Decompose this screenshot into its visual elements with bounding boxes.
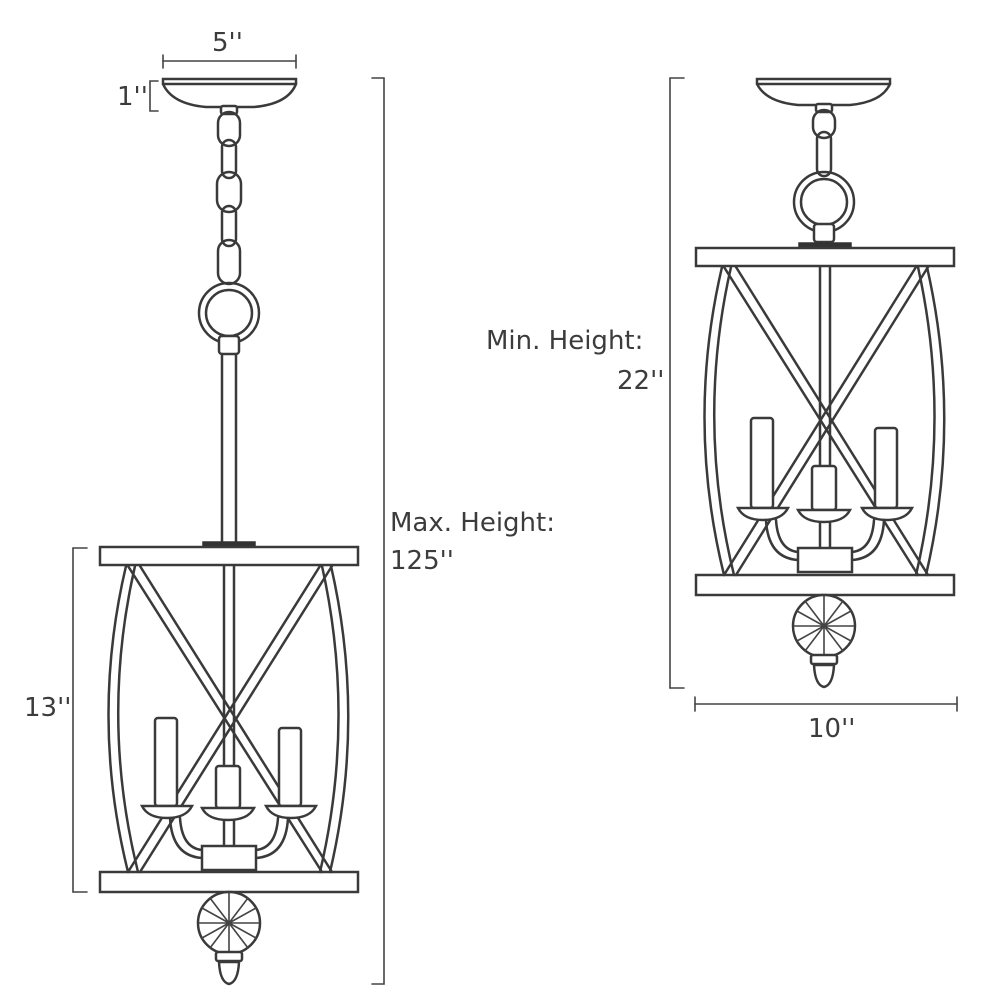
compact-cage-frame (703, 265, 946, 577)
canopy (161, 77, 298, 116)
chain (215, 110, 243, 286)
max-height-bracket (371, 77, 385, 985)
min-height-bracket (669, 77, 685, 689)
compact-cage-bottom-plate (694, 573, 956, 597)
canopy-width-label: 5'' (212, 28, 243, 58)
extended-fixture (72, 54, 385, 986)
cage-height-bracket (72, 547, 88, 893)
cage-frame (107, 564, 350, 874)
compact-cage-top-plate (694, 246, 956, 268)
fixture-width-label: 10'' (808, 714, 856, 744)
min-height-title: Min. Height: (486, 326, 644, 356)
compact-hanging-ring (792, 170, 856, 249)
fixture-width-dimension (694, 696, 958, 712)
max-height-value: 125'' (390, 546, 454, 576)
cage-bottom-plate (98, 870, 360, 894)
compact-candle-cluster (735, 416, 915, 574)
cage-height-label: 13'' (24, 693, 72, 723)
candle-cluster (139, 716, 319, 872)
down-rod (202, 352, 256, 548)
canopy-height-label: 1'' (117, 82, 148, 112)
crystal-finial (196, 890, 262, 986)
hanging-ring (197, 281, 261, 356)
canopy-height-bracket (149, 80, 159, 112)
compact-chain (811, 108, 837, 178)
canopy-width-dimension (162, 54, 297, 69)
max-height-title: Max. Height: (390, 508, 555, 538)
compact-fixture (669, 77, 958, 712)
compact-crystal-finial (791, 593, 857, 689)
compact-canopy (755, 77, 892, 114)
cage-top-plate (98, 545, 360, 567)
min-height-value: 22'' (617, 366, 665, 396)
